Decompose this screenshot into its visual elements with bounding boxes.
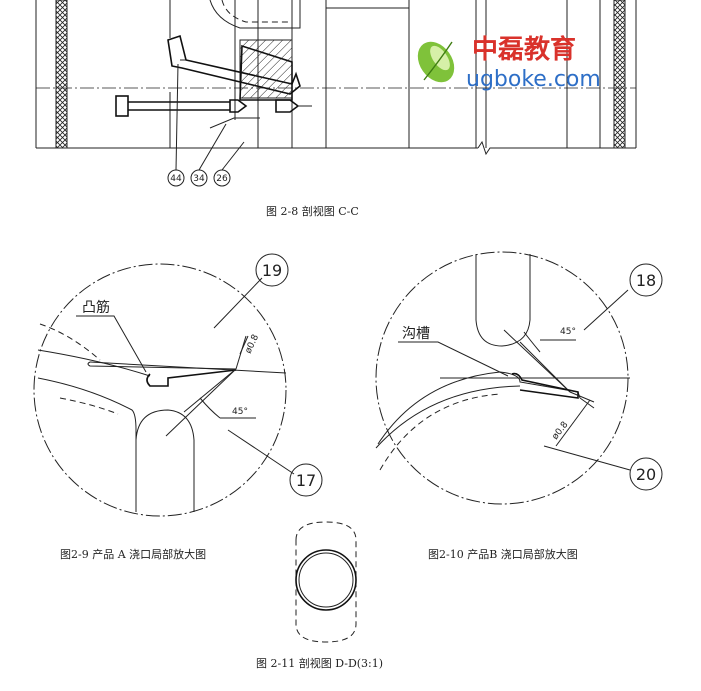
detail-a-angle: 45° [232,407,248,417]
detail-a-view: 凸筋 ø0.8 45° 19 17 [33,253,323,517]
caption-fig-2-8: 图 2-8 剖视图 C-C [266,204,359,218]
cc-leaders [175,63,260,171]
balloon-19: 19 [255,253,289,287]
caption-fig-2-9: 图2-9 产品 A 浇口局部放大图 [60,547,206,561]
caption-fig-2-10: 图2-10 产品B 浇口局部放大图 [428,547,578,561]
balloon-20: 20 [629,457,663,491]
detail-a-boundary [33,263,287,517]
angled-ejector-pin [167,34,301,95]
watermark-logo: 中磊教育 ugboke.com [417,34,601,92]
right-hatched-column [613,0,626,149]
svg-text:26: 26 [216,174,228,184]
caption-fig-2-11: 图 2-11 剖视图 D-D(3:1) [256,656,383,670]
svg-text:17: 17 [296,471,316,490]
svg-text:20: 20 [636,465,656,484]
detail-b-view: 沟槽 45° ø0.8 18 20 [375,251,663,505]
curved-part [209,0,301,29]
svg-text:44: 44 [170,174,182,184]
groove-label: 沟槽 [402,326,430,342]
balloon-34: 34 [190,169,208,187]
left-hatched-column [55,0,68,149]
balloon-44: 44 [167,169,185,187]
hatched-block [239,39,293,99]
watermark-name: 中磊教育 [472,34,576,65]
rib-label: 凸筋 [82,299,110,316]
leaf-logo-icon [417,41,455,83]
svg-text:18: 18 [636,271,656,290]
svg-text:34: 34 [193,174,205,184]
horizontal-bolt [115,95,312,117]
balloon-17: 17 [289,463,323,497]
svg-text:19: 19 [262,261,282,280]
detail-b-angle: 45° [560,327,576,337]
balloon-26: 26 [213,169,231,187]
section-cc-view: 44 34 26 [35,0,637,187]
section-dd-view [295,521,357,643]
watermark-url: ugboke.com [466,67,601,92]
balloon-18: 18 [629,263,663,297]
